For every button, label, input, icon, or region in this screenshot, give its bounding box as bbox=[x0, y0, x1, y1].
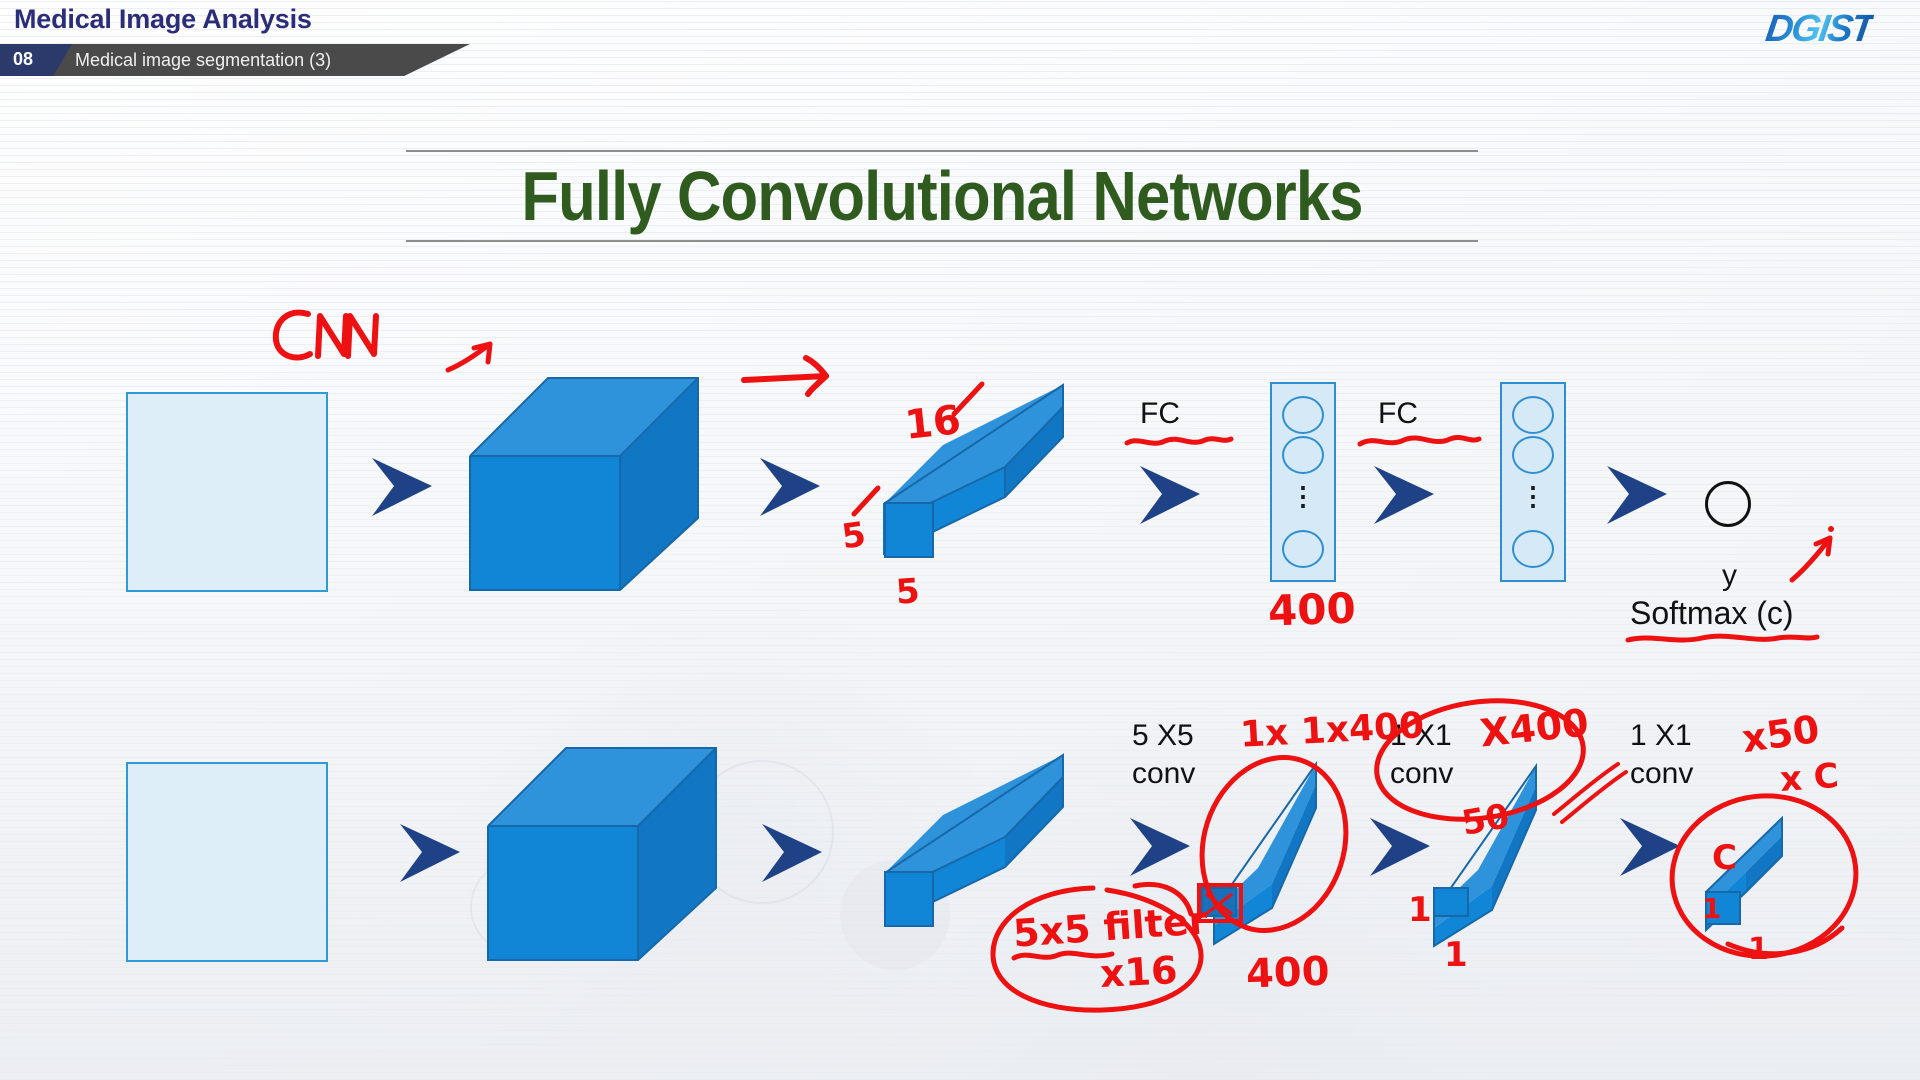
annotation-x50: x50 bbox=[1739, 706, 1823, 762]
annotation-400-fc: 400 bbox=[1267, 583, 1357, 636]
chapter-number: 08 bbox=[13, 49, 34, 69]
row2-conv-label-3-line1: 1 X1 bbox=[1630, 719, 1692, 752]
annotation-1-under: 1 bbox=[1748, 932, 1769, 967]
row1-arrow-3 bbox=[1140, 466, 1200, 524]
annotation-arrow-1 bbox=[445, 341, 493, 373]
background-watermark-blob bbox=[840, 860, 950, 970]
annotation-filter-note-line2: x16 bbox=[1098, 948, 1179, 996]
annotation-xC: x C bbox=[1778, 756, 1841, 800]
title-rule-top bbox=[406, 150, 1478, 152]
row1-conv-block-1 bbox=[469, 377, 699, 591]
annotation-16: 16 bbox=[902, 397, 963, 449]
fc-neuron bbox=[1282, 530, 1324, 568]
annotation-1-left: 1 bbox=[1408, 890, 1432, 930]
row1-red-arrow-to-y bbox=[1789, 535, 1833, 583]
row2-arrow-1 bbox=[400, 824, 460, 882]
row2-arrow-5 bbox=[1620, 818, 1680, 876]
fc-neuron bbox=[1512, 396, 1554, 434]
title-rule-bottom bbox=[406, 239, 1478, 242]
row2-arrow-4 bbox=[1370, 818, 1430, 876]
course-title: Medical Image Analysis bbox=[14, 4, 312, 34]
row1-softmax-label: Softmax (c) bbox=[1630, 595, 1794, 631]
row2-conv-block-3 bbox=[1213, 760, 1317, 946]
row2-conv-block-4-face bbox=[1433, 887, 1469, 917]
fc-ellipsis: ⋮ bbox=[1290, 481, 1316, 511]
row1-fc-underline-1 bbox=[1124, 436, 1234, 446]
background-watermark-circle bbox=[690, 760, 834, 904]
page-title: Fully Convolutional Networks bbox=[521, 157, 1363, 235]
row1-fc-column-2: ⋮ bbox=[1500, 382, 1566, 582]
chapter-bar: 08 Medical image segmentation (3) bbox=[0, 44, 520, 76]
fc-neuron bbox=[1512, 530, 1554, 568]
row1-arrow-5 bbox=[1607, 466, 1667, 524]
annotation-1-small: 1 bbox=[1702, 892, 1722, 925]
annotation-5-bottom: 5 bbox=[894, 571, 922, 613]
row1-output-y-label: y bbox=[1722, 559, 1737, 592]
row2-conv-label-1: 5 X5 conv bbox=[1132, 717, 1195, 792]
row2-conv-label-2-line2: conv bbox=[1390, 756, 1454, 790]
row1-fc-column-1: ⋮ bbox=[1270, 382, 1336, 582]
dgist-logo: DGIST bbox=[1762, 8, 1876, 50]
annotation-5-left: 5 bbox=[839, 514, 869, 558]
annotation-cnn bbox=[272, 309, 379, 361]
annotation-50: 50 bbox=[1458, 796, 1513, 844]
row1-arrow-4 bbox=[1374, 466, 1434, 524]
row2-input-image bbox=[126, 762, 328, 962]
annotation-ellipse-slab1 bbox=[1199, 755, 1349, 933]
row2-conv-label-3-line2: conv bbox=[1630, 756, 1694, 790]
row2-arrow-3 bbox=[1130, 818, 1190, 876]
fc-neuron bbox=[1282, 396, 1324, 434]
row2-conv-label-1-line1: 5 X5 bbox=[1132, 719, 1194, 752]
annotation-400-row2: 400 bbox=[1245, 948, 1331, 998]
chapter-bar-grey bbox=[0, 44, 470, 76]
annotation-1-bottom: 1 bbox=[1444, 935, 1468, 975]
row1-arrow-1 bbox=[372, 458, 432, 516]
row1-red-dot bbox=[1828, 526, 1834, 532]
fc-ellipsis: ⋮ bbox=[1520, 481, 1546, 511]
row1-conv-block-2-face bbox=[884, 502, 934, 558]
row1-fc-underline-2 bbox=[1357, 434, 1482, 447]
row2-conv-label-1-line2: conv bbox=[1132, 756, 1196, 790]
row1-arrow-2 bbox=[760, 458, 820, 516]
background-watermark-circle-2 bbox=[470, 860, 564, 954]
annotation-ellipse-output bbox=[1669, 793, 1859, 959]
row1-fc-label-1: FC bbox=[1140, 397, 1180, 430]
row1-fc-label-2: FC bbox=[1378, 397, 1418, 430]
row1-output-node bbox=[1705, 481, 1751, 527]
fc-neuron bbox=[1512, 436, 1554, 474]
annotation-filter-note-line1: 5x5 filter bbox=[1011, 898, 1209, 956]
annotation-double-slash bbox=[1552, 762, 1628, 824]
slide-title-block: Fully Convolutional Networks bbox=[406, 150, 1478, 242]
row1-input-image bbox=[126, 392, 328, 592]
row2-conv-label-3: 1 X1 conv bbox=[1630, 717, 1693, 792]
chapter-title: Medical image segmentation (3) bbox=[75, 50, 332, 70]
annotation-x400: X400 bbox=[1477, 700, 1591, 756]
fc-neuron bbox=[1282, 436, 1324, 474]
annotation-C-left: C bbox=[1712, 838, 1737, 878]
annotation-arrow-2 bbox=[741, 355, 829, 397]
